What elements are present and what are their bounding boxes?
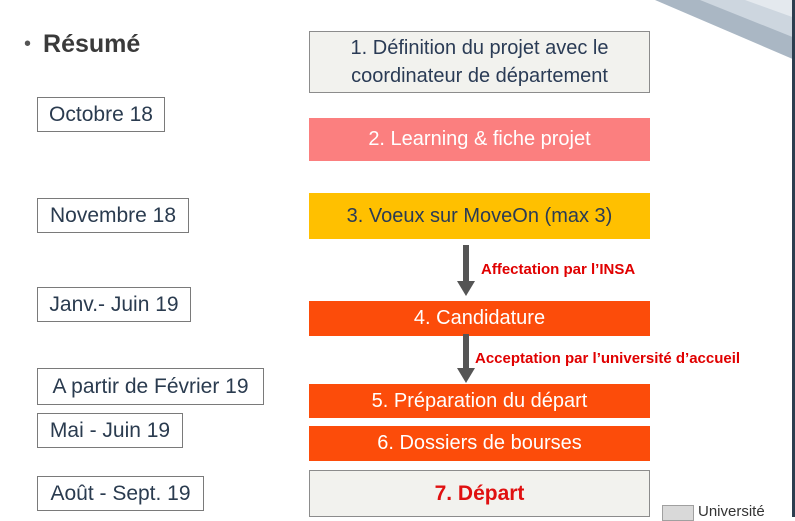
date-label-mai-juin: Mai - Juin 19 [37, 413, 183, 448]
bullet-icon: • [24, 33, 32, 55]
arrow-down-icon [457, 334, 475, 383]
corner-decoration [655, 0, 795, 60]
step-5-preparation: 5. Préparation du départ [309, 384, 650, 418]
step-7-depart: 7. Départ [309, 470, 650, 517]
date-label-fevrier: A partir de Février 19 [37, 368, 264, 405]
slide-title: • Résumé [24, 30, 140, 59]
date-label-aout-sept: Août - Sept. 19 [37, 476, 204, 511]
date-label-janv-juin: Janv.- Juin 19 [37, 287, 191, 322]
date-label-octobre: Octobre 18 [37, 97, 165, 132]
university-logo-icon [662, 505, 694, 521]
arrow-note-acceptation: Acceptation par l’université d’accueil [475, 350, 741, 367]
arrow-down-icon [457, 245, 475, 296]
step-3-voeux: 3. Voeux sur MoveOn (max 3) [309, 193, 650, 239]
date-label-novembre: Novembre 18 [37, 198, 189, 233]
step-6-dossiers: 6. Dossiers de bourses [309, 426, 650, 461]
step-2-learning: 2. Learning & fiche projet [309, 118, 650, 161]
right-edge-bar [792, 0, 795, 517]
step-1-definition: 1. Définition du projet avec le coordina… [309, 31, 650, 93]
step-4-candidature: 4. Candidature [309, 301, 650, 336]
arrow-note-affectation: Affectation par l’INSA [481, 261, 636, 278]
university-label: Université [698, 503, 765, 520]
slide-title-text: Résumé [43, 30, 141, 58]
